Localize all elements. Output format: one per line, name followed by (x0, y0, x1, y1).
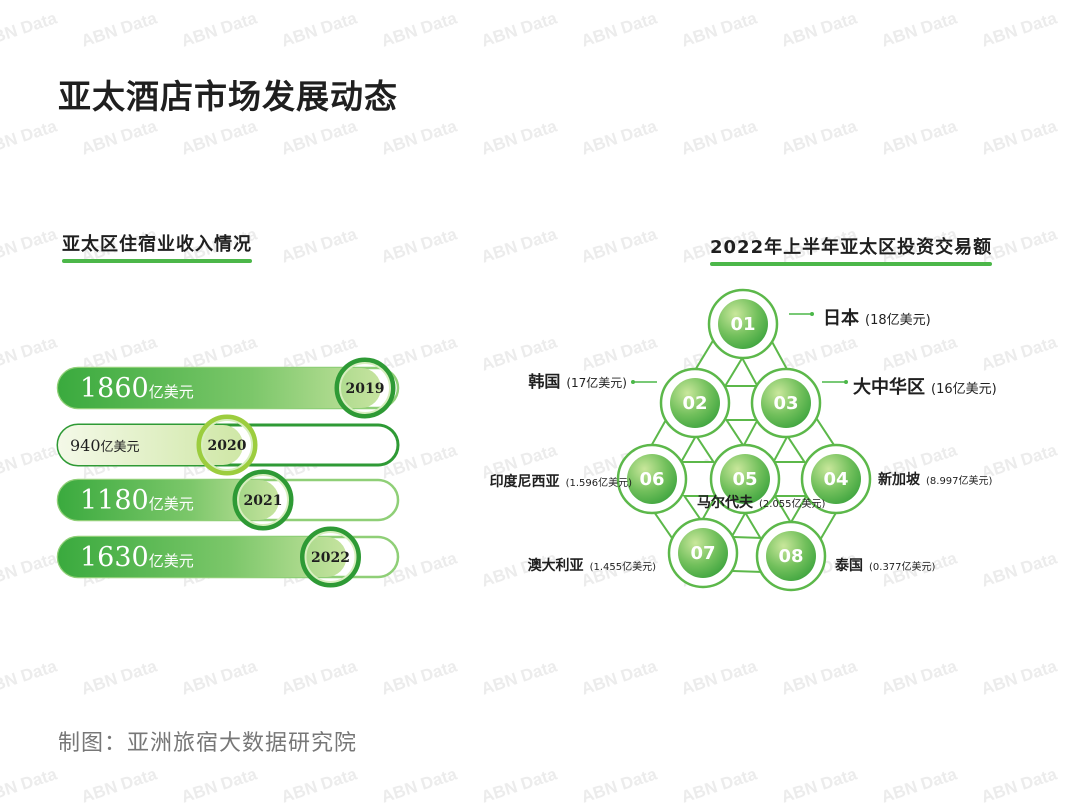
node-02 (670, 378, 720, 428)
node-number: 01 (730, 314, 755, 335)
year-ring-inner (304, 531, 357, 583)
node-07 (678, 528, 728, 578)
revenue-chart-title: 亚太区住宿业收入情况 (62, 230, 252, 263)
revenue-value-number: 1180 (80, 485, 149, 516)
node-03 (761, 378, 811, 428)
investment-chart-title: 2022年上半年亚太区投资交易额 (710, 233, 993, 266)
country-label-01: 日本 (18亿美元) (823, 307, 931, 329)
year-label: 2022 (311, 550, 350, 566)
investment-title-underline (710, 262, 993, 266)
source-note: 制图：亚洲旅宿大数据研究院 (58, 731, 358, 756)
country-label-04: 新加坡 (8.997亿美元) (878, 471, 993, 488)
country-value: (0.377亿美元) (869, 560, 936, 573)
country-label-05: 马尔代夫 (2.055亿美元) (697, 494, 826, 511)
revenue-chart-title-text: 亚太区住宿业收入情况 (62, 234, 252, 255)
node-04 (811, 454, 861, 504)
revenue-value-unit: 亿美元 (149, 383, 194, 401)
revenue-title-underline (62, 259, 252, 263)
country-name: 印度尼西亚 (490, 473, 560, 490)
country-name: 韩国 (528, 372, 560, 391)
year-ring-inner (339, 362, 391, 414)
revenue-value-number: 940 (70, 436, 101, 455)
revenue-bar (58, 368, 381, 408)
revenue-value-number: 1860 (80, 373, 149, 404)
country-name: 新加坡 (878, 471, 921, 488)
year-ring (334, 357, 396, 419)
page-title: 亚太酒店市场发展动态 (58, 77, 398, 116)
year-label: 2019 (346, 381, 385, 397)
revenue-bars: 20191860亿美元2020940亿美元20211180亿美元20221630… (56, 357, 400, 588)
revenue-value-label: 1630亿美元 (80, 542, 194, 573)
country-label-02: 韩国 (17亿美元) (528, 372, 627, 391)
revenue-value-label: 940亿美元 (70, 436, 140, 455)
country-label-06: 印度尼西亚 (1.596亿美元) (490, 473, 633, 490)
label-connector-dot (810, 312, 814, 316)
revenue-value-label: 1180亿美元 (80, 485, 194, 516)
network-labels: 日本 (18亿美元) 韩国 (17亿美元) 大中华区 (16亿美元) 新加坡 (8.997亿美… (490, 307, 997, 574)
year-ring (196, 414, 258, 476)
country-name: 马尔代夫 (697, 494, 754, 511)
year-ring (232, 469, 294, 531)
node-05 (720, 454, 770, 504)
label-connector-dot (844, 380, 848, 384)
node-number: 03 (773, 393, 798, 414)
country-name: 大中华区 (853, 376, 925, 398)
node-06 (627, 454, 677, 504)
country-value: (2.055亿美元) (759, 497, 826, 510)
country-name: 澳大利亚 (528, 557, 584, 574)
country-value: (16亿美元) (931, 382, 997, 397)
country-value: (1.455亿美元) (590, 560, 657, 573)
revenue-bar (58, 425, 243, 465)
node-number: 08 (778, 546, 803, 567)
country-label-07: 澳大利亚 (1.455亿美元) (528, 557, 657, 574)
node-number: 05 (732, 469, 757, 490)
label-connector-dot (631, 380, 635, 384)
country-value: (17亿美元) (566, 375, 627, 390)
node-number: 04 (823, 469, 848, 490)
country-label-08: 泰国 (0.377亿美元) (834, 557, 936, 574)
investment-chart-title-text: 2022年上半年亚太区投资交易额 (710, 237, 993, 258)
network-nodes: 01 02 03 04 05 06 07 08 (616, 288, 872, 592)
country-value: (18亿美元) (865, 313, 931, 328)
revenue-value-label: 1860亿美元 (80, 373, 194, 404)
investment-network: 01 02 03 04 05 06 07 08 日本 (18亿美元) 韩国 (17亿美元) 大中华区 (1… (490, 288, 997, 592)
revenue-bar (58, 480, 279, 520)
node-number: 02 (682, 393, 707, 414)
country-name: 泰国 (834, 557, 863, 574)
country-value: (8.997亿美元) (926, 474, 993, 487)
revenue-value-unit: 亿美元 (149, 552, 194, 570)
node-01 (718, 299, 768, 349)
country-value: (1.596亿美元) (566, 476, 633, 489)
node-number: 07 (690, 543, 715, 564)
year-ring-inner (201, 419, 253, 471)
node-number: 06 (639, 469, 664, 490)
revenue-bar-row: 2019 1860亿美元 (56, 357, 400, 419)
revenue-value-unit: 亿美元 (149, 495, 194, 513)
year-label: 2020 (208, 438, 247, 454)
revenue-bar (58, 537, 347, 577)
revenue-bar-row: 2022 1630亿美元 (56, 526, 400, 588)
year-ring (300, 526, 361, 588)
revenue-value-number: 1630 (80, 542, 149, 573)
revenue-value-unit: 亿美元 (101, 440, 140, 455)
revenue-bar-row: 2020 940亿美元 (56, 414, 400, 476)
year-label: 2021 (244, 493, 283, 509)
country-label-03: 大中华区 (16亿美元) (853, 376, 997, 398)
node-08 (766, 531, 816, 581)
revenue-bar-row: 2021 1180亿美元 (56, 469, 400, 531)
year-ring-inner (237, 474, 289, 526)
country-name: 日本 (823, 307, 859, 329)
